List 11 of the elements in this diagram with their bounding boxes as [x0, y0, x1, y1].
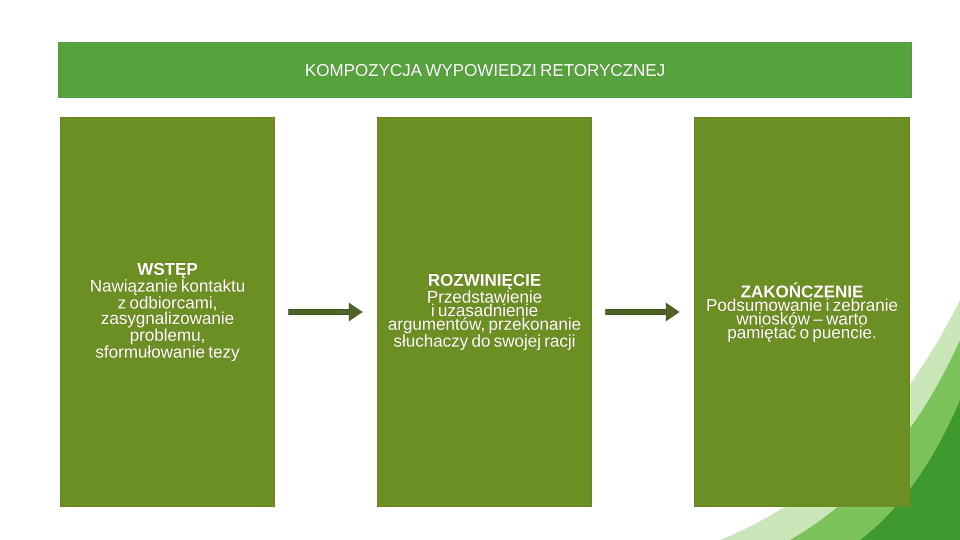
- title-text: KOMPOZYCJA WYPOWIEDZI RETORYCZNEJ: [306, 64, 664, 76]
- box-text: Przedstawienie i uzasadnienie argumentów, przekonanie słuchaczy do swojej racji: [388, 290, 580, 350]
- process-box: [60, 117, 275, 507]
- box-heading: WSTĘP: [137, 262, 198, 278]
- box-text: Nawiązanie kontaktu z odbiorcami, zasygnalizowanie problemu, sformułowanie tezy: [91, 279, 244, 362]
- title-band: [58, 42, 912, 98]
- process-box: [377, 117, 592, 507]
- box-heading: ZAKOŃCZENIE: [741, 282, 863, 298]
- process-box: [694, 117, 910, 507]
- box-text: Podsumowanie i zebranie wniosków – warto pamiętać o puencie.: [707, 298, 898, 342]
- box-heading: ROZWINIĘCIE: [428, 274, 541, 290]
